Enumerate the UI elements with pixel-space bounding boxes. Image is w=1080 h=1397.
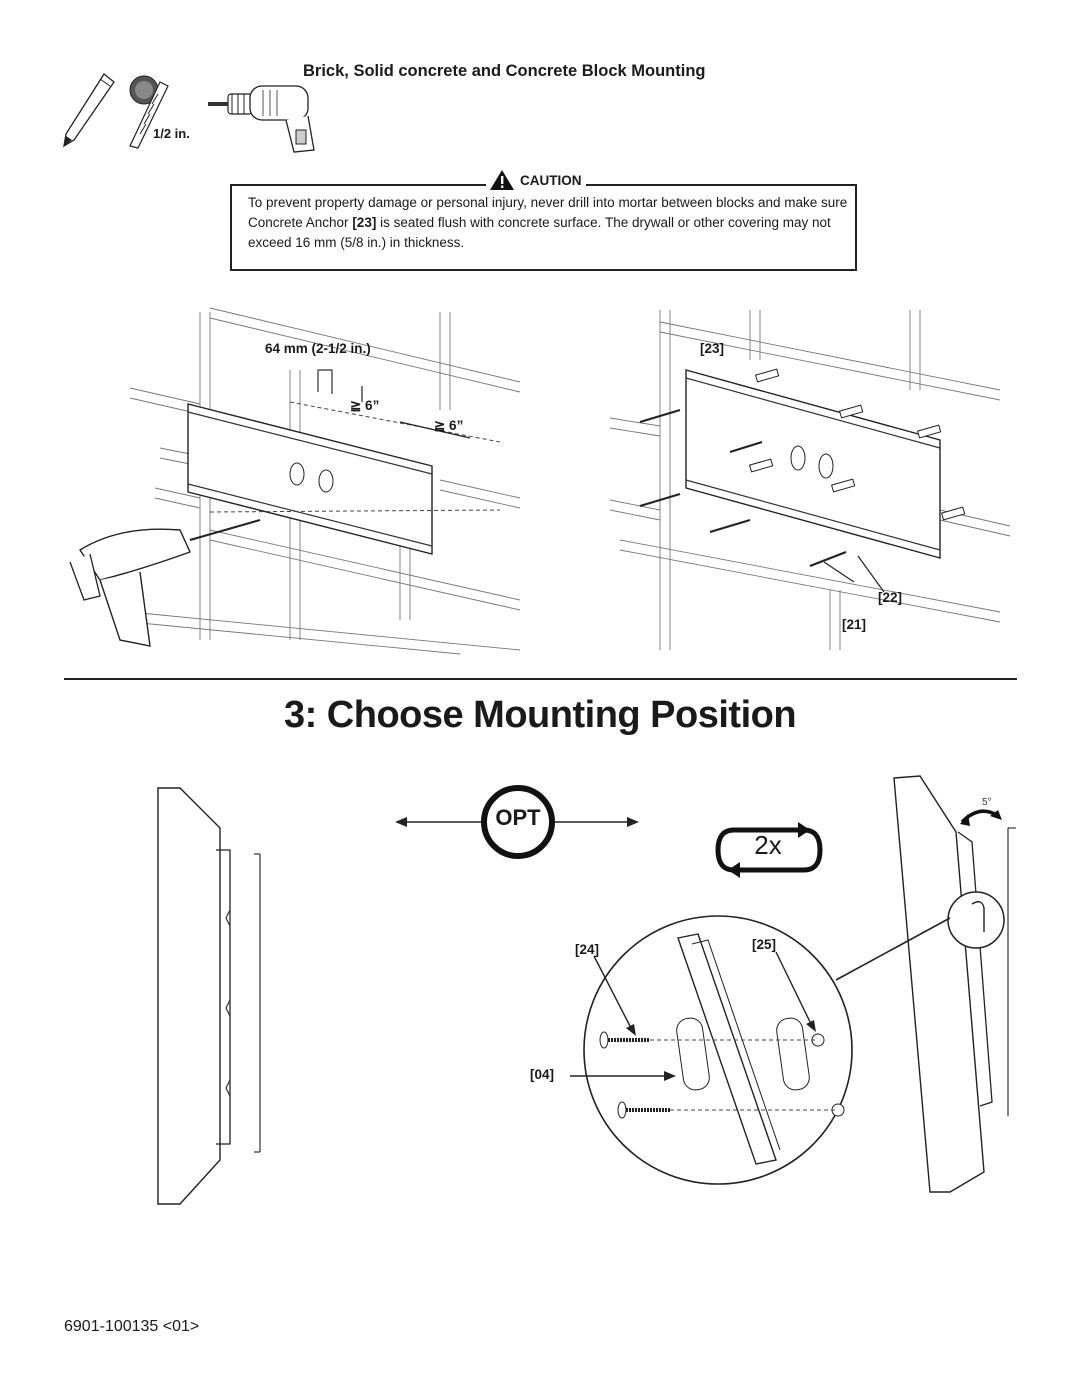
drilling-diagram (69, 307, 521, 655)
hardware-detail (570, 915, 951, 1185)
screw-part-label: [21] (842, 617, 867, 632)
caution-label: CAUTION (520, 172, 582, 188)
brick-wall (129, 307, 521, 655)
horizontal-spacing-label: ≧ 6” (434, 418, 464, 433)
bolt-part-label: [24] (575, 942, 600, 957)
repeat-badge: 2x (754, 830, 782, 860)
washer-part-label: [22] (878, 590, 903, 605)
section-title: Brick, Solid concrete and Concrete Block… (303, 62, 706, 80)
wall-plate-right (685, 369, 941, 559)
anchor-part-label: [23] (700, 341, 725, 356)
anchor-diagram (609, 310, 1011, 650)
drill-bit-size: 1/2 in. (153, 126, 190, 141)
drill-bit-icon (129, 75, 169, 149)
power-drill-icon (208, 85, 315, 153)
option-arrows (395, 785, 639, 859)
drill-illustration (69, 519, 261, 647)
warning-icon (490, 170, 514, 190)
caution-heading: CAUTION (486, 170, 586, 190)
caution-text-end: is seated flush with concrete surface. T… (248, 215, 831, 250)
document-number: 6901-100135 <01> (64, 1318, 200, 1335)
flat-mount-illustration (157, 787, 261, 1205)
tilt-mount-illustration (893, 775, 1016, 1193)
opt-badge: OPT (495, 805, 541, 830)
pencil-icon (63, 73, 115, 148)
caution-text: To prevent property damage or personal i… (248, 193, 848, 253)
vertical-spacing-label: ≧ 6” (350, 398, 380, 413)
wall-plate (187, 403, 433, 555)
section-divider (64, 678, 1017, 680)
drill-depth-label: 64 mm (2-1/2 in.) (265, 341, 371, 356)
lag-screws (639, 408, 847, 568)
spacer-part-label: [04] (530, 1067, 555, 1082)
brick-wall-right (609, 310, 1011, 650)
concrete-anchors (748, 368, 966, 521)
caution-part-ref: [23] (352, 215, 377, 230)
nut-part-label: [25] (752, 937, 777, 952)
step-title: 3: Choose Mounting Position (283, 694, 797, 736)
hardware-parts (599, 933, 845, 1165)
tilt-angle-label: 5° (982, 797, 992, 808)
repeat-arrow-icon (715, 822, 823, 878)
caution-text-start: To prevent property damage or personal i… (248, 195, 848, 230)
